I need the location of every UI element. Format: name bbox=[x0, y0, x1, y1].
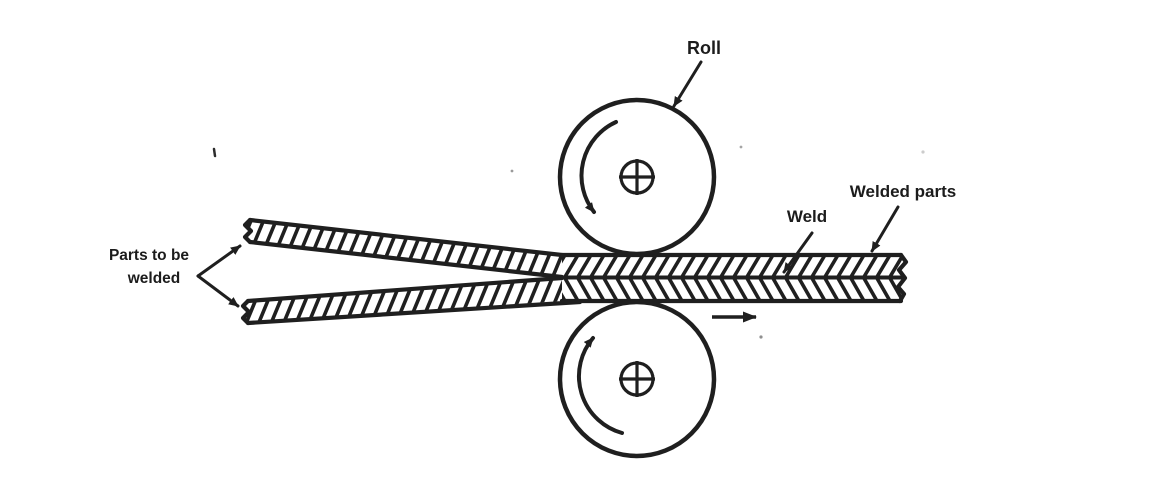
welded-parts-label: Welded parts bbox=[850, 182, 956, 201]
welded-parts-leader-arrow bbox=[870, 205, 900, 253]
scan-specks bbox=[212, 145, 925, 339]
top-roll bbox=[557, 97, 717, 257]
parts-to-be-welded-leader-fork bbox=[196, 244, 242, 308]
scan-speck bbox=[510, 169, 514, 173]
scan-speck bbox=[759, 335, 763, 339]
upper-plate-top-edge bbox=[247, 217, 565, 258]
parts-leader-arrow-upper bbox=[196, 244, 242, 278]
parts-to-be-welded-label-line2: welded bbox=[127, 270, 181, 287]
parts-to-be-welded-label-line1: Parts to be bbox=[109, 247, 189, 264]
welded-strip bbox=[559, 252, 909, 304]
top-roll-rotation-arrow-icon bbox=[579, 120, 618, 214]
scan-speck bbox=[921, 150, 925, 154]
roll-leader-arrow bbox=[672, 60, 703, 108]
weld-leader-arrow bbox=[782, 231, 814, 274]
annotations: Roll Weld Welded parts Parts to be welde… bbox=[109, 38, 956, 308]
welded-strip-top-hatching bbox=[562, 255, 906, 280]
scan-mark bbox=[212, 147, 217, 158]
bottom-roll bbox=[557, 299, 717, 459]
lower-plate-bottom-edge bbox=[245, 298, 583, 326]
parts-leader-arrow-lower bbox=[196, 274, 240, 308]
lower-plate-break-edge bbox=[240, 298, 252, 326]
roll-label: Roll bbox=[687, 38, 721, 58]
welded-strip-bottom-hatching bbox=[562, 275, 906, 301]
weld-label: Weld bbox=[787, 207, 827, 226]
upper-plate-bottom-edge bbox=[247, 239, 565, 280]
parts-to-be-welded-label: Parts to be welded bbox=[109, 247, 189, 287]
upper-plate-break-edge bbox=[242, 217, 254, 245]
scan-speck bbox=[739, 145, 743, 149]
lower-plate-top-edge bbox=[245, 275, 565, 304]
bottom-roll-axle-icon bbox=[619, 361, 655, 397]
top-roll-axle-icon bbox=[619, 159, 655, 195]
bottom-roll-rotation-arrow-icon bbox=[576, 336, 624, 435]
welded-strip-break-edge bbox=[895, 252, 909, 304]
